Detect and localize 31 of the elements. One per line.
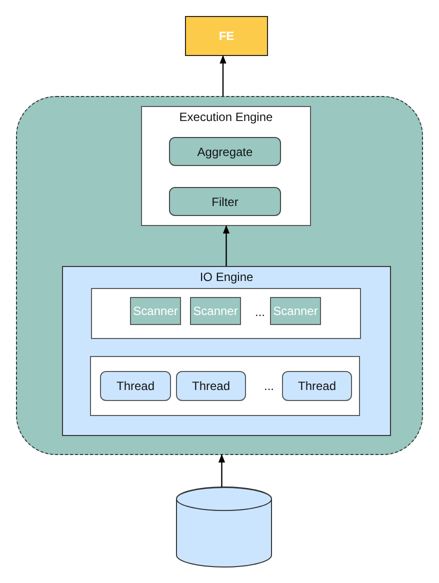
container-box	[16, 96, 423, 455]
process-box	[176, 371, 246, 401]
node-label: Scanner	[272, 304, 319, 318]
arrow	[218, 454, 226, 487]
ellipsis-text: ...	[264, 379, 274, 393]
node-label: Filter	[210, 194, 240, 208]
process-box	[169, 137, 281, 166]
module-box	[62, 266, 391, 436]
heading: IO Engine	[198, 270, 254, 284]
panel-box	[90, 356, 360, 416]
process-box	[190, 297, 241, 325]
node-label: Thread	[190, 379, 232, 393]
database-cylinder	[176, 487, 272, 567]
node-label: Thread	[115, 379, 156, 393]
process-box	[169, 187, 281, 216]
arrow	[222, 225, 230, 266]
node-label: Aggregate	[196, 144, 254, 158]
node-label: FE	[218, 29, 236, 43]
process-box	[185, 16, 268, 56]
node-label: Scanner	[132, 304, 179, 318]
process-box	[270, 297, 321, 325]
process-box	[100, 371, 171, 401]
panel-box	[91, 288, 361, 339]
panel-box	[141, 106, 311, 226]
process-box	[282, 371, 352, 401]
node-label: Thread	[296, 379, 338, 393]
heading: Execution Engine	[178, 110, 274, 124]
arrow	[220, 55, 226, 96]
ellipsis-text: ...	[255, 305, 266, 319]
process-box	[130, 297, 181, 325]
node-label: Scanner	[192, 304, 239, 318]
